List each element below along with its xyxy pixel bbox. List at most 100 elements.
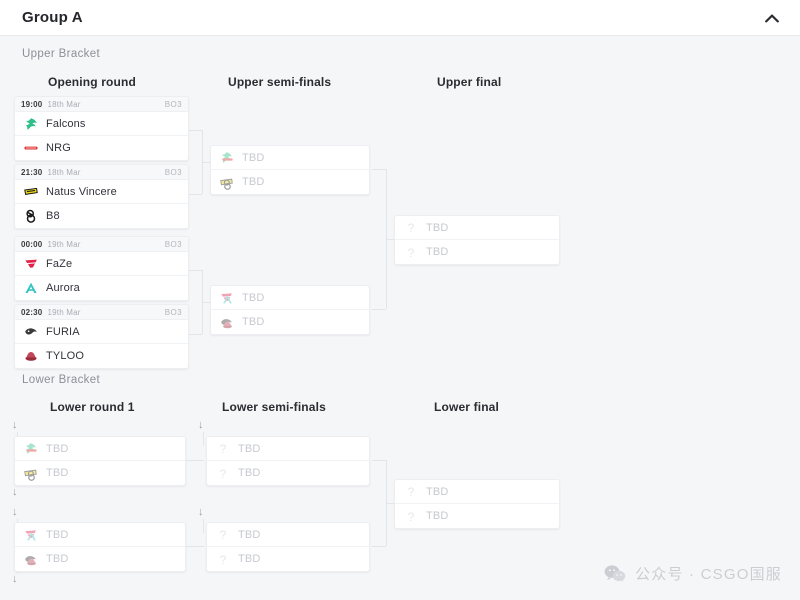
match-time: 00:00 — [21, 239, 43, 249]
team-name: TBD — [46, 467, 69, 479]
question-mark-icon: ? — [403, 220, 418, 235]
team-row[interactable]: FURIA — [15, 320, 188, 344]
match-card[interactable]: 21:30 18th Mar BO3 Natus Vincere B8 — [14, 164, 189, 229]
wechat-icon — [604, 565, 626, 583]
question-mark-icon: ? — [403, 509, 418, 524]
team-name: TBD — [46, 442, 69, 455]
team-name: TBD — [426, 485, 449, 498]
falcons-logo-icon — [23, 116, 38, 131]
team-row[interactable]: TBD — [15, 461, 185, 485]
page-title: Group A — [22, 9, 83, 26]
team-row[interactable]: TYLOO — [15, 344, 188, 368]
round-title-upper-final: Upper final — [437, 75, 502, 89]
match-card[interactable]: TBD TBD — [210, 285, 370, 335]
match-date: 18th Mar — [47, 167, 81, 177]
team-name: Aurora — [46, 282, 80, 294]
group-header[interactable]: Group A — [0, 0, 800, 36]
team-row[interactable]: TBD — [211, 286, 369, 310]
team-row[interactable]: Aurora — [15, 276, 188, 300]
tyloo-logo-icon — [23, 349, 38, 364]
team-row[interactable]: ? TBD — [395, 480, 559, 504]
connector — [202, 162, 210, 163]
team-name: FURIA — [46, 325, 80, 338]
team-name: TBD — [426, 221, 449, 234]
team-name: TYLOO — [46, 350, 85, 362]
team-row[interactable]: TBD — [15, 547, 185, 571]
match-card[interactable]: ? TBD ? TBD — [394, 479, 560, 529]
connector — [203, 432, 204, 446]
furia-logo-icon — [23, 324, 38, 339]
team-name: TBD — [242, 151, 265, 164]
team-name: TBD — [242, 176, 265, 188]
team-row[interactable]: ? TBD — [207, 547, 369, 571]
match-format: BO3 — [164, 99, 182, 109]
match-card[interactable]: ? TBD ? TBD — [206, 522, 370, 572]
team-row[interactable]: ? TBD — [207, 437, 369, 461]
connector — [188, 270, 202, 271]
match-card[interactable]: TBD TBD — [14, 436, 186, 486]
match-card[interactable]: 19:00 18th Mar BO3 Falcons NRG — [14, 96, 189, 161]
match-card[interactable]: 00:00 19th Mar BO3 FaZe Aurora — [14, 236, 189, 301]
drop-arrow-icon: ↓ — [12, 506, 18, 518]
connector — [372, 169, 386, 170]
team-name: TBD — [238, 442, 261, 455]
svg-text:?: ? — [407, 246, 414, 259]
svg-text:?: ? — [219, 528, 226, 541]
team-row[interactable]: ? TBD — [207, 523, 369, 547]
team-row[interactable]: B8 — [15, 204, 188, 228]
svg-text:?: ? — [407, 510, 414, 523]
svg-text:?: ? — [407, 221, 414, 234]
question-mark-icon: ? — [215, 441, 230, 456]
connector — [186, 460, 204, 461]
connector — [188, 194, 202, 195]
team-row[interactable]: ? TBD — [395, 504, 559, 528]
team-name: TBD — [426, 246, 449, 258]
question-mark-icon: ? — [403, 245, 418, 260]
team-row[interactable]: ? TBD — [395, 240, 559, 264]
team-row[interactable]: FaZe — [15, 252, 188, 276]
round-title-lower-round-1: Lower round 1 — [50, 400, 135, 414]
connector — [372, 309, 386, 310]
team-row[interactable]: TBD — [211, 310, 369, 334]
aurora-logo-icon — [23, 281, 38, 296]
match-card[interactable]: TBD TBD — [210, 145, 370, 195]
match-card[interactable]: 02:30 19th Mar BO3 FURIA TYLOO — [14, 304, 189, 369]
drop-arrow-icon: ↓ — [12, 419, 18, 431]
svg-text:?: ? — [407, 485, 414, 498]
nrg-logo-icon — [23, 141, 38, 156]
match-card[interactable]: ? TBD ? TBD — [394, 215, 560, 265]
round-title-upper-semi-finals: Upper semi-finals — [228, 75, 332, 89]
watermark: 公众号 · CSGO国服 — [604, 563, 782, 584]
connector — [188, 130, 202, 131]
navi-logo-icon — [23, 184, 38, 199]
match-card[interactable]: ? TBD ? TBD — [206, 436, 370, 486]
drop-arrow-icon: ↓ — [12, 486, 18, 498]
team-row[interactable]: TBD — [15, 437, 185, 461]
team-name: TBD — [46, 553, 69, 565]
team-row[interactable]: NRG — [15, 136, 188, 160]
team-row[interactable]: ? TBD — [395, 216, 559, 240]
match-card[interactable]: TBD TBD — [14, 522, 186, 572]
team-row[interactable]: ? TBD — [207, 461, 369, 485]
collapse-toggle-button[interactable] — [762, 9, 782, 27]
match-time: 19:00 — [21, 99, 43, 109]
furia-tyloo-placeholder-icon — [23, 552, 38, 567]
team-row[interactable]: Falcons — [15, 112, 188, 136]
team-name: TBD — [242, 316, 265, 328]
watermark-text: 公众号 · CSGO国服 — [635, 566, 782, 583]
faze-aurora-placeholder-icon — [219, 290, 234, 305]
round-title-lower-final: Lower final — [434, 400, 499, 414]
svg-text:?: ? — [219, 467, 226, 480]
match-header: 19:00 18th Mar BO3 — [15, 97, 188, 112]
match-date: 19th Mar — [47, 239, 81, 249]
connector — [386, 503, 394, 504]
question-mark-icon: ? — [215, 527, 230, 542]
svg-text:?: ? — [219, 442, 226, 455]
connector — [372, 460, 386, 461]
team-name: B8 — [46, 210, 60, 222]
team-row[interactable]: TBD — [211, 170, 369, 194]
team-row[interactable]: TBD — [15, 523, 185, 547]
round-title-opening-round: Opening round — [48, 75, 136, 89]
team-row[interactable]: TBD — [211, 146, 369, 170]
team-row[interactable]: Natus Vincere — [15, 180, 188, 204]
